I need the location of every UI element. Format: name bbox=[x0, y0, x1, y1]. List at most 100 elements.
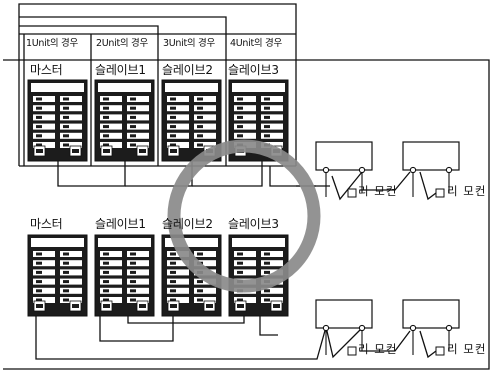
unit-cell bbox=[60, 142, 82, 148]
unit-cell bbox=[60, 287, 82, 294]
remote-controllers bbox=[315, 141, 460, 356]
unit-cell-notch bbox=[237, 106, 243, 110]
remote-label-top-1: 리 모컨 bbox=[358, 184, 398, 198]
unit-cell bbox=[234, 114, 256, 121]
unit-cell-notch bbox=[63, 289, 69, 293]
remote-terminal-a bbox=[322, 166, 330, 174]
top-remote-chain-3 bbox=[419, 171, 437, 201]
unit-cell bbox=[100, 251, 122, 257]
unit-cell-notch bbox=[130, 106, 136, 110]
top-remote-2 bbox=[402, 141, 460, 198]
unit-cell bbox=[261, 269, 283, 276]
top-label-master: 마스터 bbox=[30, 63, 63, 77]
unit-cell bbox=[100, 297, 122, 303]
bottom-remote-2 bbox=[402, 299, 460, 356]
unit-cell bbox=[261, 123, 283, 130]
unit-cell-notch bbox=[264, 252, 270, 256]
bottom-remote-chain-1 bbox=[325, 326, 363, 359]
unit-cell bbox=[100, 260, 122, 267]
unit-cell bbox=[100, 287, 122, 294]
unit-cell bbox=[127, 132, 149, 139]
unit-cell-notch bbox=[237, 125, 243, 129]
unit-cell bbox=[100, 96, 122, 102]
unit-terminal-left-core bbox=[103, 149, 110, 153]
unit-cell bbox=[60, 123, 82, 130]
remote-box bbox=[402, 141, 460, 171]
unit-cell bbox=[60, 297, 82, 303]
unit-cell-notch bbox=[63, 298, 69, 302]
remote-symbol bbox=[347, 346, 357, 356]
unit-cell bbox=[167, 142, 189, 148]
bottom-label-slave1: 슬레이브1 bbox=[95, 217, 146, 231]
unit-terminal-left-core bbox=[103, 304, 110, 308]
unit-cell-notch bbox=[264, 106, 270, 110]
unit-cell bbox=[127, 297, 149, 303]
unit-cell-notch bbox=[63, 106, 69, 110]
unit-cell bbox=[33, 114, 55, 121]
case-4unit-bracket bbox=[18, 3, 297, 166]
unit-cell bbox=[261, 105, 283, 112]
unit-cell bbox=[100, 269, 122, 276]
top-label-slave1: 슬레이브1 bbox=[95, 63, 146, 77]
unit-terminal-left-core bbox=[36, 304, 43, 308]
unit-cell-notch bbox=[63, 261, 69, 265]
unit-cell bbox=[33, 105, 55, 112]
unit-cell-notch bbox=[170, 270, 176, 274]
unit-top-panel bbox=[232, 238, 285, 247]
unit-cell-notch bbox=[36, 252, 42, 256]
top-remote-1 bbox=[315, 141, 373, 198]
unit-cell-notch bbox=[264, 261, 270, 265]
unit-cell bbox=[60, 105, 82, 112]
top-label-slave2: 슬레이브2 bbox=[162, 63, 213, 77]
unit-cell bbox=[33, 123, 55, 130]
unit-cell-notch bbox=[197, 143, 203, 147]
remote-terminal-b bbox=[358, 166, 366, 174]
unit-cell-notch bbox=[103, 125, 109, 129]
unit-cell bbox=[167, 260, 189, 267]
unit-cell bbox=[167, 123, 189, 130]
unit-cell-notch bbox=[63, 115, 69, 119]
unit-cell-notch bbox=[197, 115, 203, 119]
unit-top-panel bbox=[31, 238, 84, 247]
unit-cell-notch bbox=[170, 97, 176, 101]
unit-terminal-left-core bbox=[170, 149, 177, 153]
unit-cell-notch bbox=[130, 270, 136, 274]
unit-cell-notch bbox=[103, 298, 109, 302]
unit-cell bbox=[127, 251, 149, 257]
case-label-1unit: 1Unit의 경우 bbox=[26, 38, 78, 49]
unit-cell-notch bbox=[197, 97, 203, 101]
unit-terminal-left-core bbox=[237, 304, 244, 308]
unit-cell-notch bbox=[36, 125, 42, 129]
unit-cell bbox=[127, 105, 149, 112]
remote-terminal-b bbox=[358, 324, 366, 332]
unit-cell-notch bbox=[170, 115, 176, 119]
unit-cell bbox=[33, 269, 55, 276]
unit-cell-notch bbox=[103, 289, 109, 293]
unit-cell-notch bbox=[130, 289, 136, 293]
unit-top-panel bbox=[232, 83, 285, 92]
remote-symbol bbox=[347, 188, 357, 198]
remote-terminal-b bbox=[445, 324, 453, 332]
unit-cell-notch bbox=[197, 106, 203, 110]
unit-cell-notch bbox=[63, 270, 69, 274]
unit-cell-notch bbox=[103, 106, 109, 110]
unit-cell bbox=[194, 260, 216, 267]
unit-cell-notch bbox=[36, 143, 42, 147]
case-2unit-bracket bbox=[19, 25, 159, 34]
unit-cell bbox=[33, 96, 55, 102]
unit-cell bbox=[167, 297, 189, 303]
unit-cell-notch bbox=[197, 252, 203, 256]
unit-cell-notch bbox=[130, 97, 136, 101]
unit-cell bbox=[167, 278, 189, 285]
unit-cell bbox=[33, 260, 55, 267]
unit-cell bbox=[234, 251, 256, 257]
unit-cell-notch bbox=[36, 97, 42, 101]
unit-cell-notch bbox=[197, 298, 203, 302]
unit-cell bbox=[167, 96, 189, 102]
bottom-label-slave2: 슬레이브2 bbox=[162, 217, 213, 231]
unit-cell bbox=[167, 105, 189, 112]
unit-cell bbox=[60, 114, 82, 121]
unit-top-panel bbox=[31, 83, 84, 92]
remote-terminal-a bbox=[409, 166, 417, 174]
